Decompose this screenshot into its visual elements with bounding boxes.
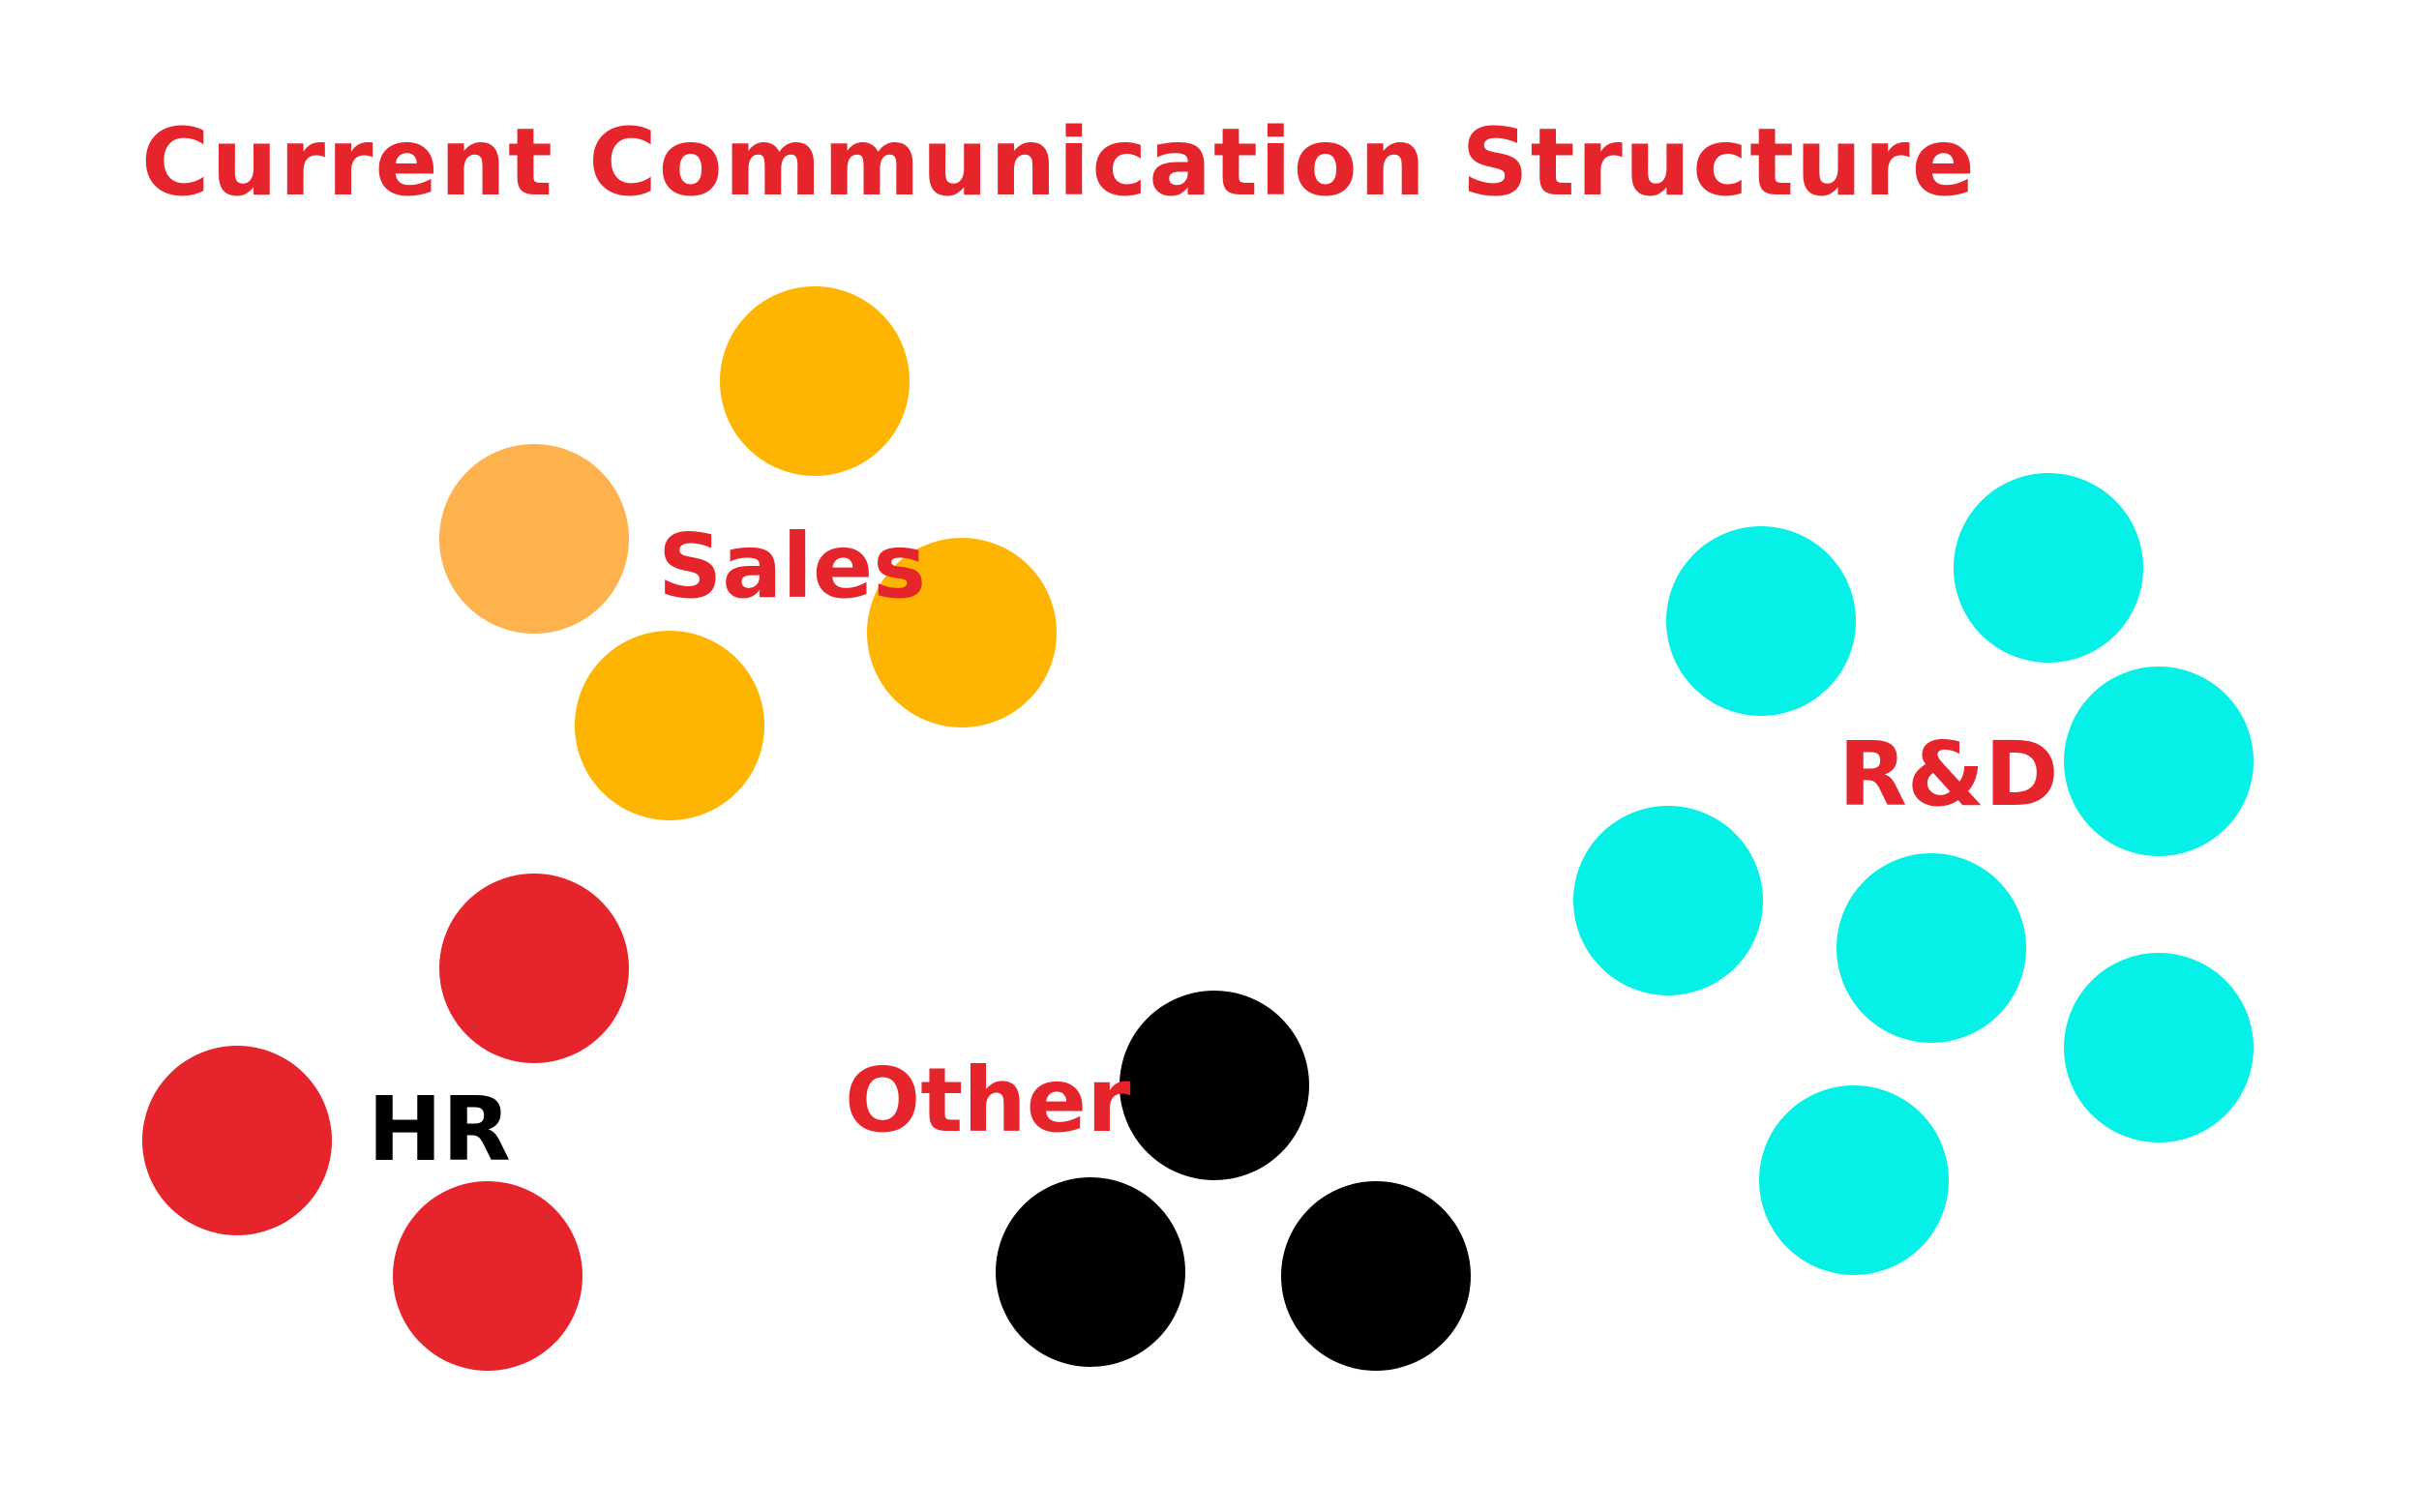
sales-member-node [439,444,629,634]
other-member-node [1120,991,1309,1180]
group-label-other: Other [845,1049,1131,1152]
group-label-sales: Sales [658,515,927,618]
sales-member-node [867,538,1057,727]
hr-member-node [142,1046,332,1235]
hr-member-node [439,874,629,1063]
group-label-rd: R&D [1838,723,2059,826]
rd-member-node [2064,667,2254,856]
rd-member-node [2064,953,2254,1142]
rd-member-node [1837,853,2026,1043]
group-label-hr: HR [368,1078,511,1181]
sales-member-node [575,631,764,820]
other-member-node [996,1177,1185,1367]
other-member-node [1281,1181,1471,1371]
diagram-title: Current Communication Structure [141,108,1977,217]
sales-member-node [720,286,910,476]
rd-member-node [1666,526,1856,716]
rd-member-node [1954,473,2143,663]
hr-member-node [393,1181,582,1371]
rd-member-node [1573,806,1763,995]
rd-member-node [1759,1085,1949,1275]
